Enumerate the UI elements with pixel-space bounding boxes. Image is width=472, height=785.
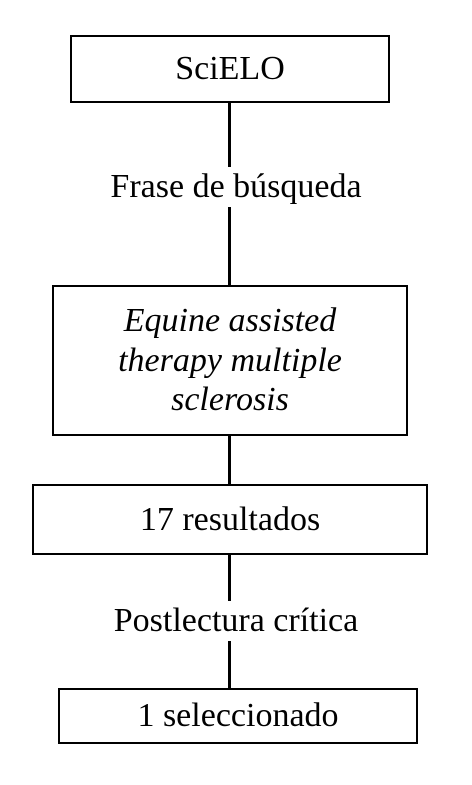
source-database-box: SciELO [70, 35, 390, 103]
selected-count-box: 1 seleccionado [58, 688, 418, 744]
source-database-label: SciELO [175, 50, 285, 87]
connector-query-to-results [228, 436, 231, 484]
search-query-line: therapy multiple [118, 341, 342, 379]
selected-count-label: 1 seleccionado [137, 697, 339, 734]
search-query-text: Equine assisted therapy multiple scleros… [118, 301, 342, 420]
search-query-line: Equine assisted [123, 301, 337, 339]
results-count-box: 17 resultados [32, 484, 428, 555]
search-phrase-label: Frase de búsqueda [0, 167, 472, 207]
results-count-label: 17 resultados [139, 500, 321, 538]
search-query-line: sclerosis [171, 381, 289, 419]
search-query-box: Equine assisted therapy multiple scleros… [52, 285, 408, 436]
critical-reading-label: Postlectura crítica [0, 601, 472, 641]
